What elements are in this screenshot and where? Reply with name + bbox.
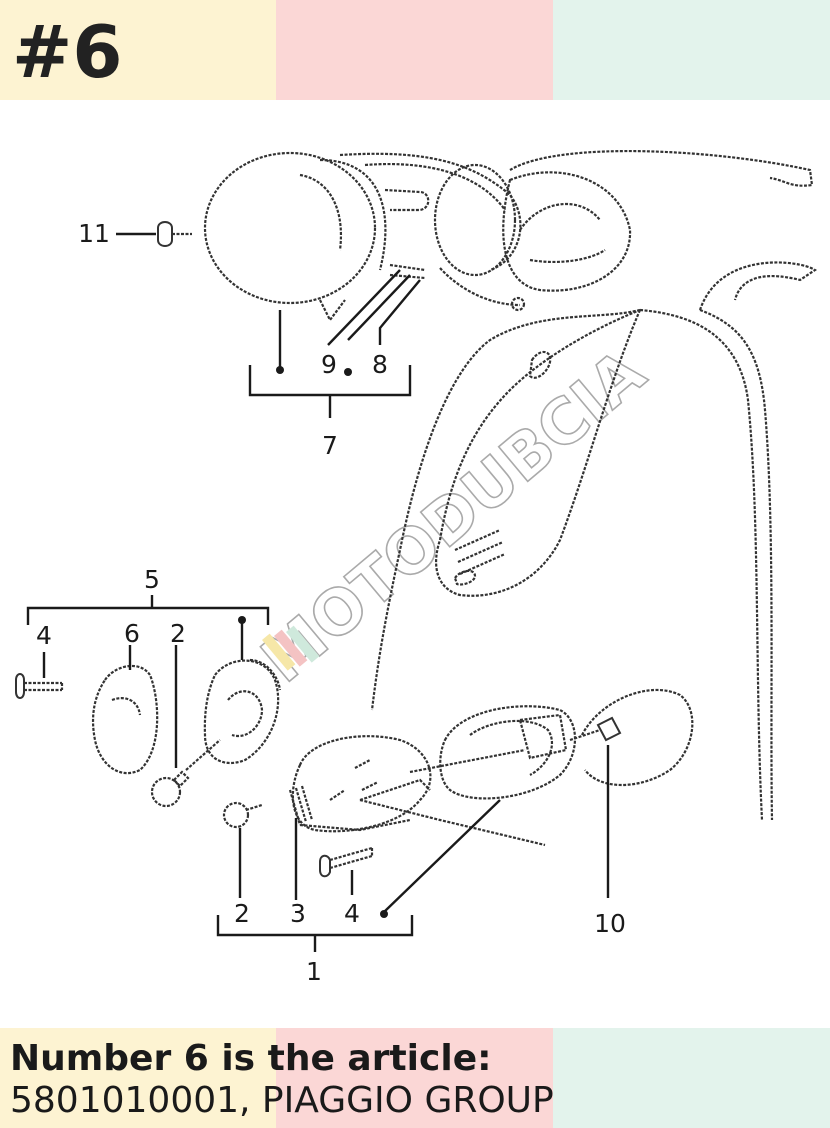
callout-2-left: 2: [170, 619, 186, 648]
part-2-bulb-right: [222, 801, 263, 898]
watermark-stripe: [273, 629, 308, 667]
caption-article-code: 5801010001, PIAGGIO GROUP: [10, 1080, 554, 1121]
band-segment-pink: [276, 1028, 553, 1128]
headlight-assembly: [203, 151, 632, 323]
item-number-heading: #6: [12, 10, 123, 94]
footer-color-band: [0, 1028, 830, 1128]
bracket-group-5: [26, 595, 270, 625]
exploded-parts-diagram: MOTODUBCIA: [15, 149, 817, 986]
band-segment-yellow: [0, 0, 276, 100]
watermark-text: MOTODUBCIA: [248, 335, 659, 696]
left-indicator-housing: [203, 616, 282, 765]
callout-2-right: 2: [234, 899, 250, 928]
watermark: MOTODUBCIA: [247, 334, 659, 697]
callout-9: 9: [321, 350, 337, 379]
indicator-leaders: [216, 745, 610, 952]
callout-4-right: 4: [344, 899, 360, 928]
callout-7: 7: [322, 431, 338, 460]
callout-labels: 11 9 8 7 5 4 6 2 2 3 4 10 1: [36, 219, 626, 986]
callout-8: 8: [372, 350, 388, 379]
band-segment-mint: [553, 0, 830, 100]
band-segment-yellow: [0, 1028, 276, 1128]
part-2-bulb-left: [150, 645, 221, 808]
legshield-body: [370, 149, 817, 821]
callout-6: 6: [124, 619, 140, 648]
caption-title: Number 6 is the article:: [10, 1038, 492, 1079]
part-4-screw-right: [319, 846, 374, 895]
callout-3: 3: [290, 899, 306, 928]
callout-4-left: 4: [36, 621, 52, 650]
part-11-screw: [116, 221, 192, 247]
watermark-stripe: [261, 633, 296, 671]
callout-1: 1: [306, 957, 322, 986]
headlight-leaders: [248, 269, 421, 418]
band-segment-pink: [276, 0, 553, 100]
header-color-band: [0, 0, 830, 100]
callout-10: 10: [594, 909, 626, 938]
part-6-lens: [91, 645, 159, 775]
article-caption: Number 6 is the article: 5801010001, PIA…: [10, 1038, 554, 1122]
right-indicator-assembly: [288, 688, 694, 847]
callout-5: 5: [144, 565, 160, 594]
part-4-screw-left: [15, 652, 64, 699]
band-segment-mint: [553, 1028, 830, 1128]
callout-11: 11: [78, 219, 110, 248]
watermark-stripe: [286, 625, 320, 663]
